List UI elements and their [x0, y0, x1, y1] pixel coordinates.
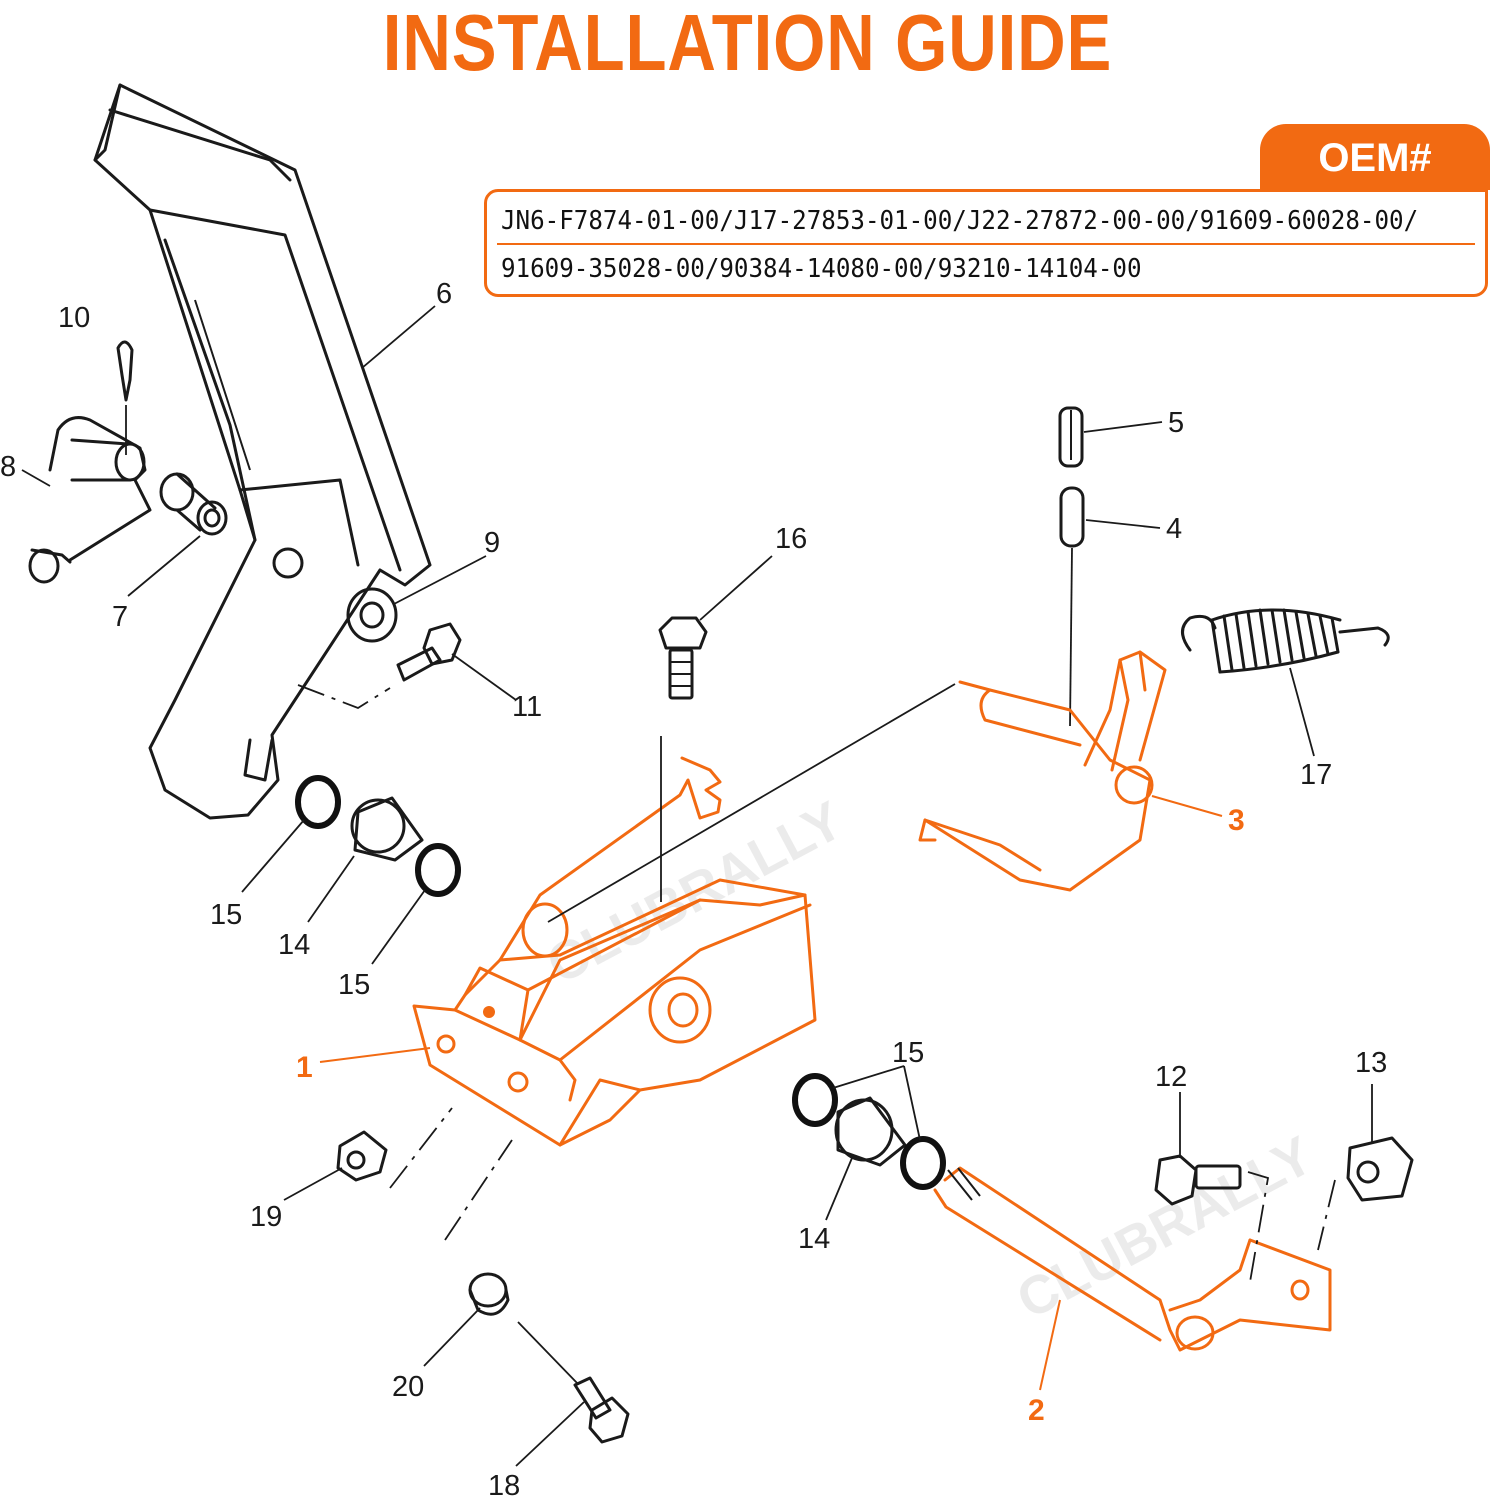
- leader-part-3: [1151, 795, 1223, 817]
- callout-13: 13: [1355, 1047, 1387, 1079]
- pedal-arm-part-6: [93, 83, 432, 820]
- bolt-part-18: [573, 1376, 630, 1444]
- oem-divider: [497, 243, 1475, 245]
- callout-15-left-b: 15: [338, 969, 370, 1001]
- callout-5: 5: [1168, 407, 1184, 439]
- spring-pin-part-5: [1058, 406, 1084, 468]
- callout-2: 2: [1028, 1394, 1045, 1427]
- o-ring-part-15-right-b: [900, 1136, 946, 1190]
- flange-nut-part-13: [1346, 1136, 1414, 1202]
- oem-numbers-box: JN6-F7874-01-00/J17-27853-01-00/J22-2787…: [484, 189, 1488, 297]
- clevis-bracket-part-8: [28, 416, 152, 584]
- bushing-part-7: [159, 472, 228, 536]
- callout-8: 8: [0, 451, 16, 483]
- bushing-part-14-left: [350, 796, 424, 862]
- callout-14-left: 14: [278, 929, 310, 961]
- leader-part-2: [1039, 1299, 1061, 1391]
- callout-16: 16: [775, 523, 807, 555]
- callout-18: 18: [488, 1470, 520, 1500]
- callout-15-right: 15: [892, 1037, 924, 1069]
- shaft-part-2: [933, 1166, 1332, 1352]
- callout-7: 7: [112, 601, 128, 633]
- bolt-part-16: [658, 616, 708, 700]
- bracket-hole-dot: [483, 1006, 495, 1018]
- callout-19: 19: [250, 1201, 282, 1233]
- bushing-part-14-right: [834, 1096, 907, 1167]
- page-title: INSTALLATION GUIDE: [382, 0, 1113, 87]
- washer-part-9: [346, 587, 398, 643]
- callout-20: 20: [392, 1371, 424, 1403]
- callout-12: 12: [1155, 1061, 1187, 1093]
- callout-14-right: 14: [798, 1223, 830, 1255]
- callout-10: 10: [58, 302, 90, 334]
- leader-part-1: [319, 1047, 431, 1063]
- spacer-part-20: [468, 1272, 510, 1316]
- bracket-part-1: [412, 683, 956, 1147]
- callout-11: 11: [512, 691, 542, 723]
- nut-part-19: [336, 1130, 388, 1182]
- lever-part-3: [918, 650, 1167, 892]
- callout-9: 9: [484, 527, 500, 559]
- spring-part-17: [1181, 608, 1390, 674]
- oem-label-tab: OEM#: [1260, 124, 1490, 190]
- callout-17: 17: [1300, 759, 1332, 791]
- cotter-pin-part-10: [116, 340, 134, 455]
- o-ring-part-15-right-a: [792, 1073, 838, 1127]
- oem-numbers-line-2: 91609-35028-00/90384-14080-00/93210-1410…: [501, 254, 1142, 284]
- pin-part-4: [1059, 486, 1085, 727]
- callout-1: 1: [296, 1051, 313, 1084]
- callout-15-left-a: 15: [210, 899, 242, 931]
- callout-4: 4: [1166, 513, 1182, 545]
- bolt-part-11: [396, 622, 462, 682]
- oem-numbers-line-1: JN6-F7874-01-00/J17-27853-01-00/J22-2787…: [501, 206, 1419, 236]
- o-ring-part-15-left-b: [415, 843, 461, 897]
- callout-6: 6: [436, 278, 452, 310]
- o-ring-part-15-left-a: [295, 775, 341, 829]
- watermark-lower: CLUBRALLY: [1007, 1125, 1322, 1331]
- callout-3: 3: [1228, 804, 1245, 837]
